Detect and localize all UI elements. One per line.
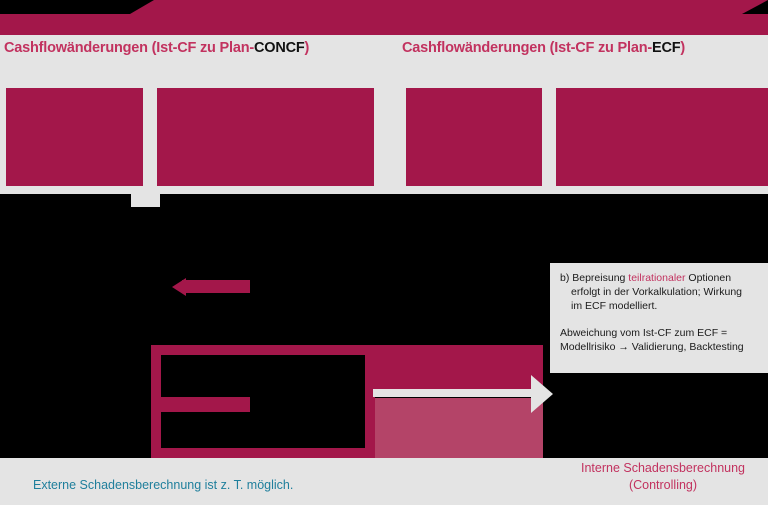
header-red-wedge (130, 0, 768, 14)
ecf-block-1 (406, 88, 542, 186)
caption-internal-line-2: (Controlling) (628, 478, 698, 492)
flow-arrow-shaft (373, 389, 538, 397)
flow-right-arrow-icon (373, 375, 553, 413)
concf-block-2 (157, 88, 374, 186)
flow-bar-primary (375, 345, 543, 394)
heading-ecf-suffix: ) (680, 40, 686, 56)
note-line-2: erfolgt in der Vorkalkulation; Wirkung (571, 286, 742, 298)
caption-external-calculation: Externe Schadensberechnung ist z. T. mög… (33, 478, 294, 492)
small-left-arrow-icon (172, 278, 250, 296)
note-line-4: Abweichung vom Ist-CF zum ECF = (560, 327, 728, 339)
heading-ecf-emphasis: ECF (651, 40, 681, 56)
caption-internal-calculation: Interne Schadensberechnung (Controlling) (563, 460, 763, 494)
group-inner-bar (151, 397, 250, 412)
ecf-block-2 (556, 88, 768, 186)
heading-concf-emphasis: CONCF (253, 40, 305, 56)
flow-bar-secondary (375, 398, 543, 458)
header-red-band (0, 14, 768, 35)
slide-header-banner (0, 0, 768, 35)
heading-concf-suffix: ) (304, 40, 310, 56)
canvas-notch (131, 194, 160, 207)
content-block-row (0, 88, 768, 186)
concf-block-1 (6, 88, 143, 186)
flow-arrow-head-icon (531, 375, 553, 413)
small-arrow-shaft (182, 280, 250, 293)
note-line-1: b) Bepreisung teilrationaler Optionen (560, 271, 768, 285)
note-line-1-highlight: teilrationaler (628, 272, 686, 284)
heading-concf-prefix: Cashflowänderungen (Ist-CF zu Plan- (4, 40, 254, 56)
note-panel: b) Bepreisung teilrationaler Optionen er… (550, 263, 768, 373)
section-headings: Cashflowänderungen (Ist-CF zu Plan-CONCF… (0, 40, 768, 70)
note-line-5: Modellrisiko → Validierung, Backtesting (560, 341, 744, 353)
caption-internal-line-1: Interne Schadensberechnung (580, 461, 745, 475)
heading-concf: Cashflowänderungen (Ist-CF zu Plan-CONCF… (4, 40, 309, 56)
note-line-3: im ECF modelliert. (571, 300, 658, 312)
heading-ecf-prefix: Cashflowänderungen (Ist-CF zu Plan- (402, 40, 652, 56)
note-spacer (560, 313, 768, 326)
note-line-1-prefix: b) Bepreisung (560, 272, 629, 284)
heading-ecf: Cashflowänderungen (Ist-CF zu Plan-ECF) (402, 40, 685, 56)
note-line-1-suffix: Optionen (685, 272, 732, 284)
